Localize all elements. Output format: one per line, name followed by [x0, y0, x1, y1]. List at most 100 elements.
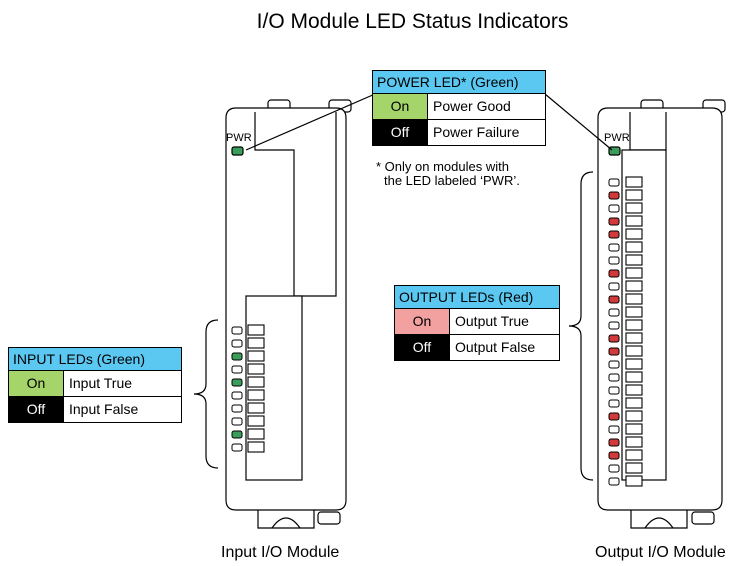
output-legend-row-on: On Output True: [395, 309, 559, 335]
power-legend-desc-off: Power Failure: [433, 124, 520, 140]
status-led-on: [608, 438, 620, 447]
status-led-on: [231, 430, 243, 439]
power-legend-state-on: On: [373, 94, 428, 119]
terminal-slot: [625, 267, 643, 279]
input-legend-header: INPUT LEDs (Green): [9, 348, 181, 371]
power-legend-note-line2: the LED labeled ‘PWR’.: [384, 173, 520, 188]
status-led-on: [608, 217, 620, 226]
terminal-slot: [625, 176, 643, 188]
terminal-slot: [625, 475, 643, 487]
output-legend-desc-off: Output False: [455, 339, 536, 355]
input-pwr-led: [231, 146, 244, 156]
power-legend-row-on: On Power Good: [373, 94, 545, 120]
status-led-on: [231, 352, 243, 361]
status-led-on: [608, 230, 620, 239]
input-leds-bracket: [193, 319, 219, 469]
status-led-off: [608, 425, 620, 434]
status-led-off: [231, 365, 243, 374]
terminal-slot: [625, 371, 643, 383]
status-led-off: [608, 373, 620, 382]
input-legend-row-on: On Input True: [9, 371, 181, 397]
status-led-off: [608, 243, 620, 252]
input-led-column: [231, 326, 243, 452]
output-pwr-led: [608, 146, 621, 156]
input-module-clip: [317, 511, 341, 525]
output-legend-header: OUTPUT LEDs (Red): [395, 286, 559, 309]
terminal-slot: [625, 423, 643, 435]
status-led-on: [608, 451, 620, 460]
power-legend-desc-on: Power Good: [433, 98, 511, 114]
status-led-off: [231, 404, 243, 413]
input-legend-desc-off: Input False: [69, 401, 139, 417]
terminal-slot: [625, 241, 643, 253]
terminal-slot: [625, 319, 643, 331]
output-pwr-label: PWR: [604, 132, 630, 144]
output-legend-state-off: Off: [395, 335, 450, 360]
status-led-off: [608, 399, 620, 408]
power-legend-state-off: Off: [373, 120, 428, 145]
output-module-clip: [691, 511, 715, 525]
status-led-off: [231, 391, 243, 400]
input-terminal-strip: [247, 324, 265, 453]
status-led-on: [608, 191, 620, 200]
terminal-slot: [247, 402, 265, 414]
terminal-slot: [625, 449, 643, 461]
terminal-slot: [625, 202, 643, 214]
output-module-foot-slot: [644, 517, 674, 529]
input-legend-desc-on: Input True: [69, 375, 133, 391]
terminal-slot: [625, 410, 643, 422]
status-led-off: [231, 417, 243, 426]
terminal-slot: [247, 324, 265, 336]
output-module-foot: [630, 510, 688, 529]
terminal-slot: [625, 254, 643, 266]
power-legend-header: POWER LED* (Green): [373, 71, 545, 94]
input-module-foot-slot: [271, 517, 301, 529]
output-legend-state-on: On: [395, 309, 450, 334]
terminal-slot: [625, 384, 643, 396]
terminal-slot: [625, 462, 643, 474]
power-legend-note-line1: * Only on modules with: [376, 159, 509, 174]
power-led-legend: POWER LED* (Green) On Power Good Off Pow…: [372, 70, 546, 146]
terminal-slot: [625, 358, 643, 370]
status-led-off: [608, 321, 620, 330]
terminal-slot: [247, 389, 265, 401]
power-leader-line-input: [245, 93, 376, 151]
input-module-recess: [254, 112, 337, 297]
status-led-off: [608, 204, 620, 213]
terminal-slot: [625, 293, 643, 305]
terminal-slot: [247, 376, 265, 388]
terminal-slot: [247, 428, 265, 440]
output-module-caption: Output I/O Module: [595, 544, 726, 561]
power-legend-row-off: Off Power Failure: [373, 120, 545, 145]
input-module-caption: Input I/O Module: [221, 544, 340, 561]
input-legend-state-on: On: [9, 371, 64, 396]
terminal-slot: [625, 215, 643, 227]
output-leds-bracket: [568, 171, 594, 481]
terminal-slot: [625, 345, 643, 357]
status-led-off: [608, 256, 620, 265]
status-led-off: [608, 360, 620, 369]
input-pwr-label: PWR: [226, 132, 252, 144]
status-led-off: [231, 443, 243, 452]
terminal-slot: [625, 397, 643, 409]
output-led-column: [608, 178, 620, 486]
page-title: I/O Module LED Status Indicators: [256, 10, 569, 33]
status-led-off: [608, 178, 620, 187]
terminal-slot: [247, 363, 265, 375]
output-legend-row-off: Off Output False: [395, 335, 559, 360]
input-led-legend: INPUT LEDs (Green) On Input True Off Inp…: [8, 347, 182, 423]
terminal-slot: [625, 332, 643, 344]
terminal-slot: [247, 337, 265, 349]
input-legend-row-off: Off Input False: [9, 397, 181, 422]
input-module-foot: [257, 510, 315, 529]
status-led-off: [608, 464, 620, 473]
terminal-slot: [247, 415, 265, 427]
status-led-on: [608, 269, 620, 278]
status-led-off: [608, 308, 620, 317]
status-led-on: [231, 378, 243, 387]
input-legend-state-off: Off: [9, 397, 64, 422]
terminal-slot: [625, 280, 643, 292]
status-led-off: [608, 282, 620, 291]
status-led-off: [608, 386, 620, 395]
